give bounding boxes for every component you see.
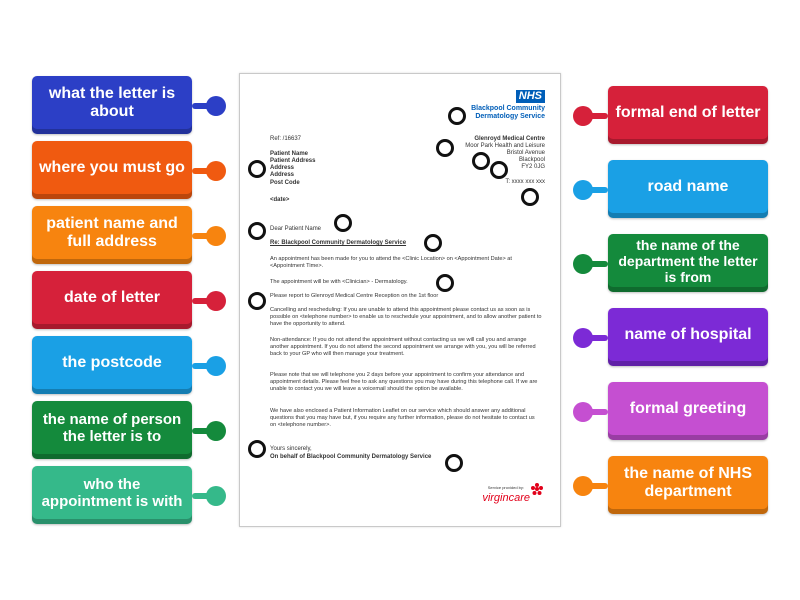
trust-name-line2: Dermatology Service [475,113,545,120]
centre-address-line: Bristol Avenue [506,150,545,156]
signoff: Yours sincerely, [270,446,312,452]
subject-line: Re: Blackpool Community Dermatology Serv… [270,240,407,246]
drop-target[interactable] [424,234,442,252]
drop-pin[interactable] [206,96,226,116]
drop-pin[interactable] [206,356,226,376]
drop-target[interactable] [490,161,508,179]
drop-pin[interactable] [573,328,593,348]
drop-target[interactable] [445,454,463,472]
connector [192,428,216,434]
label-where-you-must-go[interactable]: where you must go [32,141,192,199]
telephone: T: xxxx xxx xxx [505,179,545,185]
drop-pin[interactable] [206,486,226,506]
connector [584,409,608,415]
drop-target[interactable] [248,160,266,178]
paragraph-clinician: The appointment will be with <Clinician>… [270,279,408,285]
drop-target[interactable] [334,214,352,232]
drop-pin[interactable] [573,180,593,200]
drop-target[interactable] [436,274,454,292]
address-line: Address [270,165,295,171]
label-formal-end-of-letter[interactable]: formal end of letter [608,86,768,144]
greeting: Dear Patient Name [270,226,322,232]
label-name-of-nhs-department[interactable]: the name of NHS department [608,456,768,514]
connector [584,483,608,489]
drop-pin[interactable] [573,106,593,126]
reference: Ref: /16637 [270,136,302,142]
drop-pin[interactable] [573,402,593,422]
label-the-postcode[interactable]: the postcode [32,336,192,394]
centre-address-line: Moor Park Health and Leisure [465,143,545,149]
drop-target[interactable] [248,292,266,310]
drop-pin[interactable] [206,291,226,311]
drop-pin[interactable] [206,226,226,246]
patient-address-line: Patient Address [270,158,316,164]
drop-target[interactable] [248,440,266,458]
drop-pin[interactable] [573,254,593,274]
drop-pin[interactable] [206,161,226,181]
drop-target[interactable] [248,222,266,240]
paragraph-appointment: An appointment has been made for you to … [270,256,512,269]
trust-name-line1: Blackpool Community [471,105,545,112]
paragraph-non-attendance: Non-attendance: If you do not attend the… [270,337,536,357]
centre-address-line: FY2 0JG [521,164,545,170]
label-name-of-person-letter-is-to[interactable]: the name of person the letter is to [32,401,192,459]
connector [192,233,216,239]
label-formal-greeting[interactable]: formal greeting [608,382,768,440]
connector [584,113,608,119]
label-who-appointment-is-with[interactable]: who the appointment is with [32,466,192,524]
letter-date: <date> [270,197,290,203]
connector [192,298,216,304]
virgincare-logo: virgincare [482,492,530,504]
connector [192,493,216,499]
patient-name-line: Patient Name [270,151,309,157]
drop-pin[interactable] [206,421,226,441]
label-what-the-letter-is-about[interactable]: what the letter is about [32,76,192,134]
paragraph-cancelling: Cancelling and rescheduling: If you are … [270,307,542,327]
connector [192,103,216,109]
paragraph-report: Please report to Glenroyd Medical Centre… [270,293,439,299]
label-name-of-department[interactable]: the name of the department the letter is… [608,234,768,292]
label-name-of-hospital[interactable]: name of hospital [608,308,768,366]
label-road-name[interactable]: road name [608,160,768,218]
drop-target[interactable] [448,107,466,125]
nhs-logo: NHS [515,90,545,103]
virgincare-star-icon [531,483,543,495]
drop-target[interactable] [472,152,490,170]
signature-line: On behalf of Blackpool Community Dermato… [270,454,432,460]
postcode-line: Post Code [270,180,300,186]
connector [192,363,216,369]
label-date-of-letter[interactable]: date of letter [32,271,192,329]
label-patient-name-and-full-address[interactable]: patient name and full address [32,206,192,264]
drop-pin[interactable] [573,476,593,496]
drop-target[interactable] [521,188,539,206]
connector [584,261,608,267]
address-line: Address [270,172,295,178]
paragraph-leaflet: We have also enclosed a Patient Informat… [270,408,535,428]
provider-caption: Service provided by: [487,485,524,490]
paragraph-telephone: Please note that we will telephone you 2… [270,372,538,392]
connector [584,335,608,341]
centre-address-line: Blackpool [518,157,545,163]
drop-target[interactable] [436,139,454,157]
centre-name: Glenroyd Medical Centre [474,136,545,142]
letter-document: NHS Blackpool Community Dermatology Serv… [239,73,561,527]
connector [584,187,608,193]
connector [192,168,216,174]
